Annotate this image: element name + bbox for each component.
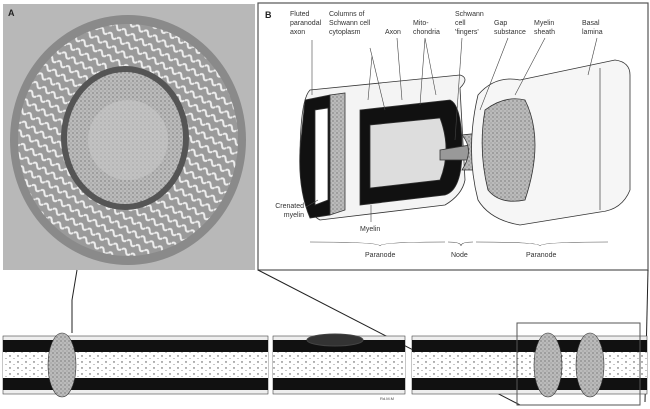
myelin-band: [3, 378, 268, 390]
zoom-region-box: [516, 322, 641, 406]
axon-core: [412, 352, 647, 378]
region-paranode-right: Paranode: [526, 252, 556, 259]
region-node: Node: [451, 252, 468, 259]
artist-signature: Rd.M.M: [380, 396, 394, 401]
paranode-right-drawing: [471, 59, 631, 226]
paranode-left-drawing: [299, 74, 471, 221]
myelin-band: [273, 378, 405, 390]
panel-a-label: A: [8, 8, 15, 18]
node-of-ranvier: [575, 332, 605, 398]
myelin-band: [3, 340, 268, 352]
nerve-fiber-strip: [2, 332, 648, 398]
callout-myelin: Myelin: [360, 226, 380, 233]
schwann-nucleus: [306, 333, 364, 347]
node-of-ranvier: [47, 332, 77, 398]
myelin-band: [412, 378, 647, 390]
node-of-ranvier: [533, 332, 563, 398]
panel-b-label: B: [265, 10, 272, 20]
axon-core: [3, 352, 268, 378]
axon-core: [273, 352, 405, 378]
callout-axon: Axon: [385, 29, 401, 36]
callout-mitochondria: Mito-chondria: [413, 20, 440, 36]
myelin-band: [412, 340, 647, 352]
region-braces: [309, 241, 609, 247]
panel-a-micrograph: [3, 4, 255, 270]
region-paranode-left: Paranode: [365, 252, 395, 259]
